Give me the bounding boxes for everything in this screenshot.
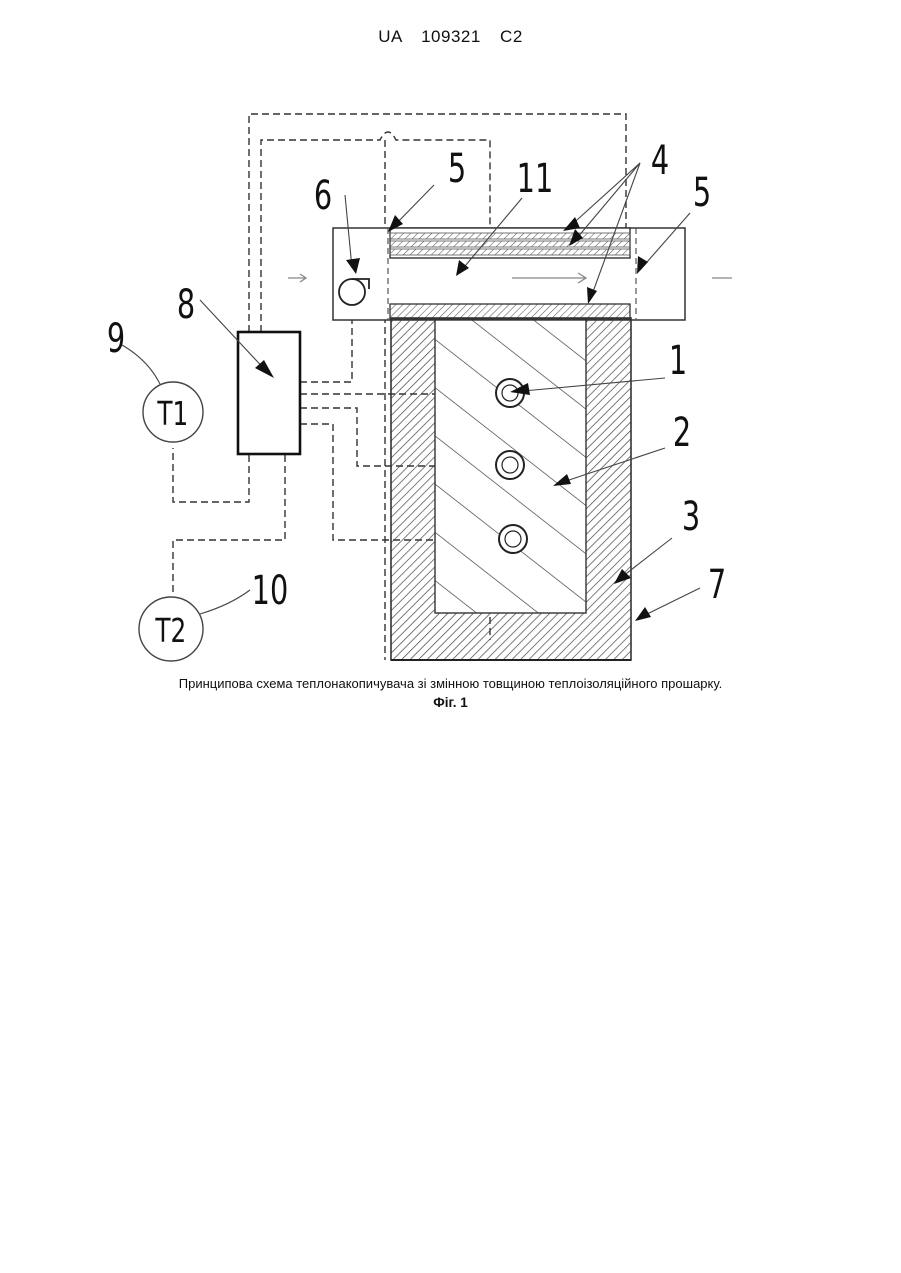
figure-label: Фіг. 1 — [0, 695, 901, 710]
label-5-left: 5 — [448, 146, 466, 192]
label-10: 10 — [252, 568, 289, 614]
label-6: 6 — [314, 173, 332, 219]
sensor-t1-label: T1 — [157, 394, 189, 432]
label-2: 2 — [673, 410, 691, 456]
label-5-right: 5 — [693, 170, 711, 216]
figure-caption: Принципова схема теплонакопичувача зі зм… — [0, 676, 901, 691]
label-1: 1 — [669, 338, 687, 384]
storage-body — [391, 318, 631, 660]
label-9: 9 — [107, 316, 125, 362]
label-3: 3 — [682, 494, 700, 540]
sensor-t1: T1 — [143, 382, 203, 442]
label-11: 11 — [517, 156, 554, 202]
label-4: 4 — [651, 138, 669, 184]
sensor-t2: T2 — [139, 597, 203, 661]
label-7: 7 — [708, 562, 726, 608]
label-8: 8 — [177, 282, 195, 328]
sensor-t2-label: T2 — [155, 611, 187, 649]
